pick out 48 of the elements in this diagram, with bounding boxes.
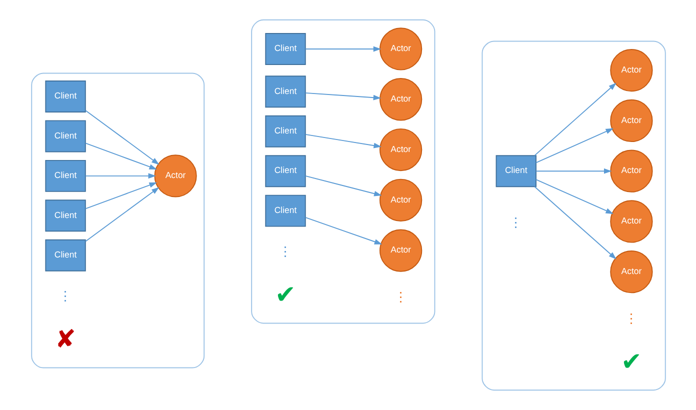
arrow — [84, 187, 159, 242]
label: ✔ — [620, 348, 642, 376]
node-box: Client — [264, 115, 306, 148]
cluster — [481, 40, 666, 391]
node-circle: Actor — [610, 150, 652, 192]
arrow — [535, 168, 612, 174]
node-box: Client — [264, 194, 306, 227]
arrow — [534, 186, 616, 260]
cluster — [30, 72, 204, 368]
node-circle: Actor — [379, 28, 422, 70]
arrow — [535, 128, 614, 164]
node-circle: Actor — [154, 154, 196, 198]
arrow — [84, 182, 157, 210]
label: ⋮ — [58, 288, 72, 304]
arrow — [535, 179, 614, 214]
node-box: Client — [44, 120, 86, 152]
node-box: Client — [495, 155, 536, 188]
node-box: Client — [44, 80, 86, 112]
node-circle: Actor — [379, 78, 422, 121]
node-circle: Actor — [610, 250, 652, 294]
node-box: Client — [264, 33, 306, 65]
arrow — [304, 175, 382, 196]
node-circle: Actor — [379, 229, 422, 272]
arrow — [84, 110, 159, 165]
label: ⋮ — [393, 290, 408, 305]
label: ⋮ — [624, 310, 638, 326]
node-box: Client — [44, 239, 86, 272]
label: ⋮ — [278, 244, 292, 260]
node-box: Client — [264, 76, 306, 108]
node-box: Client — [264, 155, 306, 188]
cluster — [250, 19, 435, 324]
arrow — [304, 46, 381, 52]
label: ⋮ — [508, 214, 523, 230]
arrow — [534, 82, 616, 156]
node-circle: Actor — [610, 99, 652, 142]
node-circle: Actor — [379, 128, 422, 172]
arrow — [84, 173, 156, 179]
node-box: Client — [44, 160, 86, 192]
arrow — [304, 134, 382, 148]
label: ✔ — [274, 281, 296, 310]
node-circle: Actor — [610, 48, 652, 92]
arrow — [304, 216, 382, 244]
node-circle: Actor — [610, 200, 652, 243]
arrow — [304, 92, 381, 100]
node-box: Client — [44, 200, 86, 232]
label: ✘ — [54, 326, 76, 354]
node-circle: Actor — [379, 178, 422, 222]
arrow — [84, 142, 157, 170]
